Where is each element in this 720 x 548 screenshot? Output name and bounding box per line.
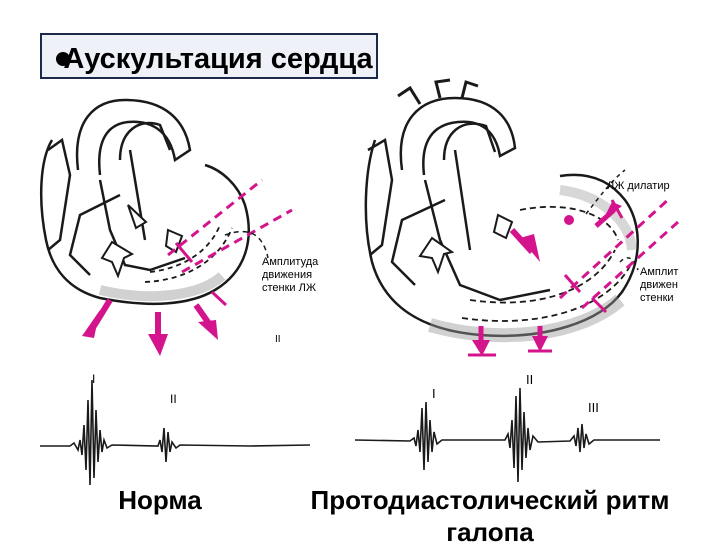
right-annotation-line2: движен	[640, 279, 678, 291]
left-heart-illustration	[39, 98, 250, 306]
right-heart-illustration	[364, 78, 639, 343]
pcg-left-tone2-label: II	[170, 392, 177, 406]
right-annotation-top: ЛЖ дилатир	[607, 180, 670, 192]
left-heart-motion-markers	[82, 178, 293, 356]
left-annotation-line3: стенки ЛЖ	[262, 282, 316, 294]
pcg-left-tone1-label: I	[92, 372, 96, 386]
right-annotation-line1: Амплит	[640, 266, 679, 278]
left-annotation: Амплитуда движения стенки ЛЖ	[262, 256, 318, 295]
right-annotation-line3: стенки	[640, 292, 674, 304]
caption-gallop: Протодиастолический ритм галопа	[310, 485, 670, 547]
pcg-right-tone2-label: II	[526, 372, 534, 387]
bullet-icon	[56, 52, 70, 66]
pcg-right-tone1-label: I	[432, 386, 436, 401]
caption-normal: Норма	[118, 485, 202, 515]
left-annotation-line2: движения	[262, 269, 313, 281]
left-heart-tone-label: II	[275, 334, 281, 345]
pcg-left-trace	[40, 379, 311, 486]
left-annotation-line1: Амплитуда	[262, 256, 319, 268]
slide-title-text: Аускультация сердца	[63, 43, 373, 75]
right-annotation: Амплит движен стенки	[640, 266, 678, 305]
pcg-right-tone3-label: III	[588, 400, 599, 415]
pcg-right-trace	[354, 387, 660, 483]
slide-title: Аускультация сердца	[56, 40, 378, 78]
right-annotation-leader-2	[619, 257, 639, 271]
left-annotation-leader	[224, 230, 269, 259]
title-box	[40, 33, 378, 79]
right-heart-motion-markers	[468, 196, 680, 357]
